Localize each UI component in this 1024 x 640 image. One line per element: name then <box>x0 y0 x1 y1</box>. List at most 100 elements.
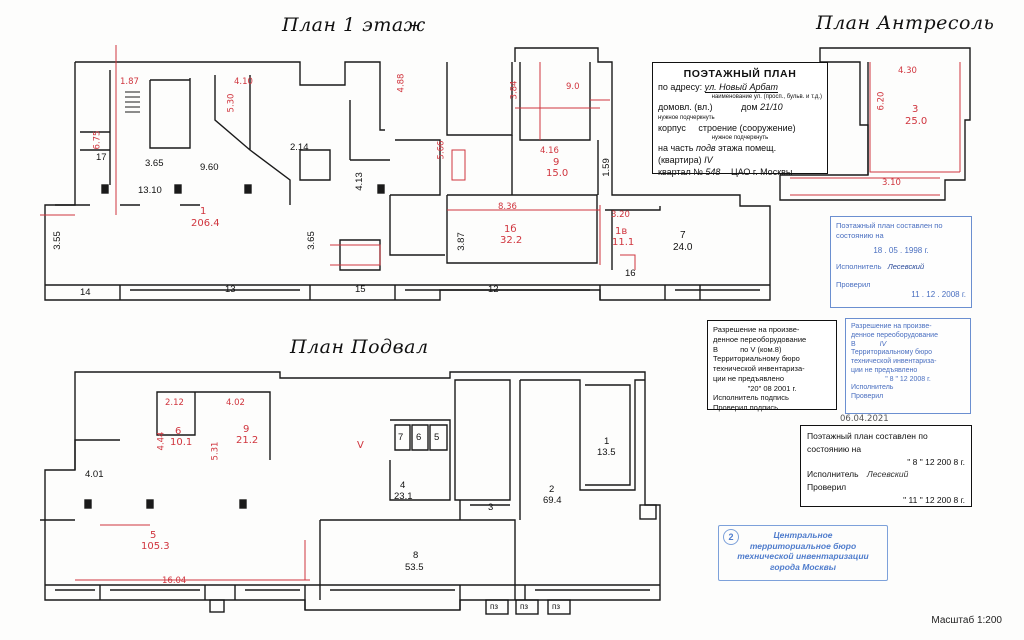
stamp-top-date: 18 . 05 . 1998 г. <box>873 246 929 256</box>
permit-line3: В <box>713 344 719 354</box>
dim-label: 2.14 <box>290 142 309 153</box>
form-address-row: по адресу: ул. Новый Арбат <box>658 81 822 94</box>
permit-blue-line6: ции не предъявлено <box>851 366 918 374</box>
window-label: 16 <box>625 268 636 279</box>
address-label: по адресу: <box>658 82 703 93</box>
dim-label: 3.65 <box>145 158 164 169</box>
permit-date: "20" 08 2001 г. <box>747 383 797 393</box>
stamp-top-line1: Поэтажный план составлен по состоянию на <box>836 221 943 241</box>
part-value: подв <box>696 142 716 153</box>
house-hint: нужное подчеркнуть <box>658 114 715 121</box>
room-number: 8 <box>413 550 419 561</box>
stamp-bottom-line1: Поэтажный план составлен по состоянию на <box>807 431 928 454</box>
floor-label: этажа помещ. (квартира) <box>658 142 777 166</box>
bureau-line1: Центральное <box>773 530 833 540</box>
permit-blue-date: " 8 " 12 2008 г. <box>885 375 931 383</box>
room-area: 24.0 <box>673 242 693 253</box>
scale-label: Масштаб 1:200 <box>931 615 1002 626</box>
stroenie-hint: нужное подчеркнуть <box>711 134 769 141</box>
form-korpus-row: корпус строение (сооружение) <box>658 122 822 134</box>
bureau-stamp: 2 Центральное территориальное бюро техни… <box>718 525 888 581</box>
stamp-date-top: Поэтажный план составлен по состоянию на… <box>830 216 972 308</box>
dim-label: 3.87 <box>455 232 467 251</box>
window-label: 12 <box>488 284 499 295</box>
dim-label: 8.36 <box>498 202 517 212</box>
room-number: 5 <box>150 530 157 541</box>
dim-label: 3.55 <box>51 231 63 250</box>
dim-label: 4.01 <box>85 469 104 480</box>
floor-value: IV <box>704 155 713 166</box>
korpus-label: корпус <box>658 122 686 133</box>
title-mezzanine: План Антресоль <box>816 12 995 34</box>
dim-label: 16.04 <box>162 576 187 586</box>
room-number: 3 <box>488 502 494 513</box>
dim-label: 13.10 <box>138 185 162 196</box>
dim-label: 4.13 <box>353 172 365 191</box>
dim-label: 5.30 <box>226 93 237 113</box>
dim-label: 1.59 <box>600 158 612 177</box>
dim-label: 9.60 <box>200 162 219 173</box>
stamp-bottom-date: " 8 " 12 200 8 г. <box>907 456 965 467</box>
room-number: 4 <box>400 480 406 491</box>
dim-label: 4.30 <box>898 66 917 76</box>
permit-line4: Территориальному бюро <box>713 354 800 364</box>
permit-line5: технической инвентариза- <box>713 364 805 373</box>
permit-blue-line3-row: В IV <box>851 341 965 350</box>
stamp-top-checked-label: Проверил <box>836 280 871 290</box>
stamp-bottom-checked-label: Проверил <box>807 482 847 492</box>
dim-label: 3.65 <box>305 231 317 250</box>
room-area: 15.0 <box>546 168 569 179</box>
stamp-top-checked-date: 11 . 12 . 2008 г. <box>911 290 966 300</box>
permit-line2: денное переоборудование <box>713 334 807 344</box>
kvartal-value: 548 <box>705 167 721 178</box>
pz-label: пз <box>552 602 560 611</box>
pz-label: пз <box>520 602 528 611</box>
dim-label: 4.02 <box>226 398 245 408</box>
permit-line1: Разрешение на произве- <box>713 325 800 334</box>
title-basement: План Подвал <box>290 336 429 358</box>
permit-line3-row: В по V (ком.8) <box>713 345 831 355</box>
window-label: 17 <box>96 152 107 163</box>
dim-label: 6.20 <box>876 91 887 111</box>
dim-label: 3.10 <box>882 178 901 188</box>
permit-blue-line1: Разрешение на произве- <box>851 323 932 330</box>
permit-blue-line2: денное переоборудование <box>851 331 938 339</box>
address-hint: наименование ул. (просп., бульв. и т.д.) <box>711 94 822 101</box>
address-value: ул. Новый Арбат <box>704 82 779 94</box>
room-area: 53.5 <box>405 562 424 573</box>
dim-label: 3.20 <box>611 210 630 220</box>
stamp-bottom-executor-sign: Лесевский <box>866 469 909 480</box>
stamp-bottom-executor-row: Исполнитель Лесевский <box>807 468 965 481</box>
section-mark: V <box>357 440 364 451</box>
window-label: 15 <box>355 284 366 295</box>
room-area: 21.2 <box>236 435 259 446</box>
stamp-top-executor-label: Исполнитель <box>836 262 882 272</box>
stamp-top-executor-sign: Лесевский <box>887 262 925 272</box>
permit-blue-executor: Исполнитель <box>851 384 894 392</box>
dim-label: 4.16 <box>540 146 559 156</box>
room-area: 32.2 <box>500 235 523 246</box>
kvartal-label: квартал № <box>658 167 703 178</box>
room-number: 9 <box>553 157 560 168</box>
room-number: 7 <box>680 230 686 241</box>
form-kvartal-row: квартал № 548 ЦАО г. Москвы <box>658 166 822 178</box>
permit-blue-checked: Проверил <box>851 393 884 400</box>
room-number: 1 <box>604 436 610 447</box>
bureau-line4: города Москвы <box>770 561 836 572</box>
room-area: 13.5 <box>597 447 616 458</box>
room-number: 3 <box>912 104 919 115</box>
room-number: 1в <box>615 226 628 237</box>
stamp-bottom-executor-label: Исполнитель <box>807 469 859 480</box>
dim-label: 9.0 <box>566 82 580 92</box>
room-number: 2 <box>549 484 555 495</box>
bureau-stamp-number: 2 <box>723 529 739 545</box>
bureau-line2: территориальное бюро <box>749 540 857 551</box>
permit-blue-line3b: IV <box>879 340 887 348</box>
room-number: 6 <box>175 426 182 437</box>
dim-label: 2.12 <box>165 398 184 408</box>
dom-label: дом <box>741 102 758 113</box>
window-label: 14 <box>80 287 91 298</box>
ao-value: ЦАО г. Москвы <box>730 167 793 178</box>
part-label: на часть <box>658 142 694 153</box>
